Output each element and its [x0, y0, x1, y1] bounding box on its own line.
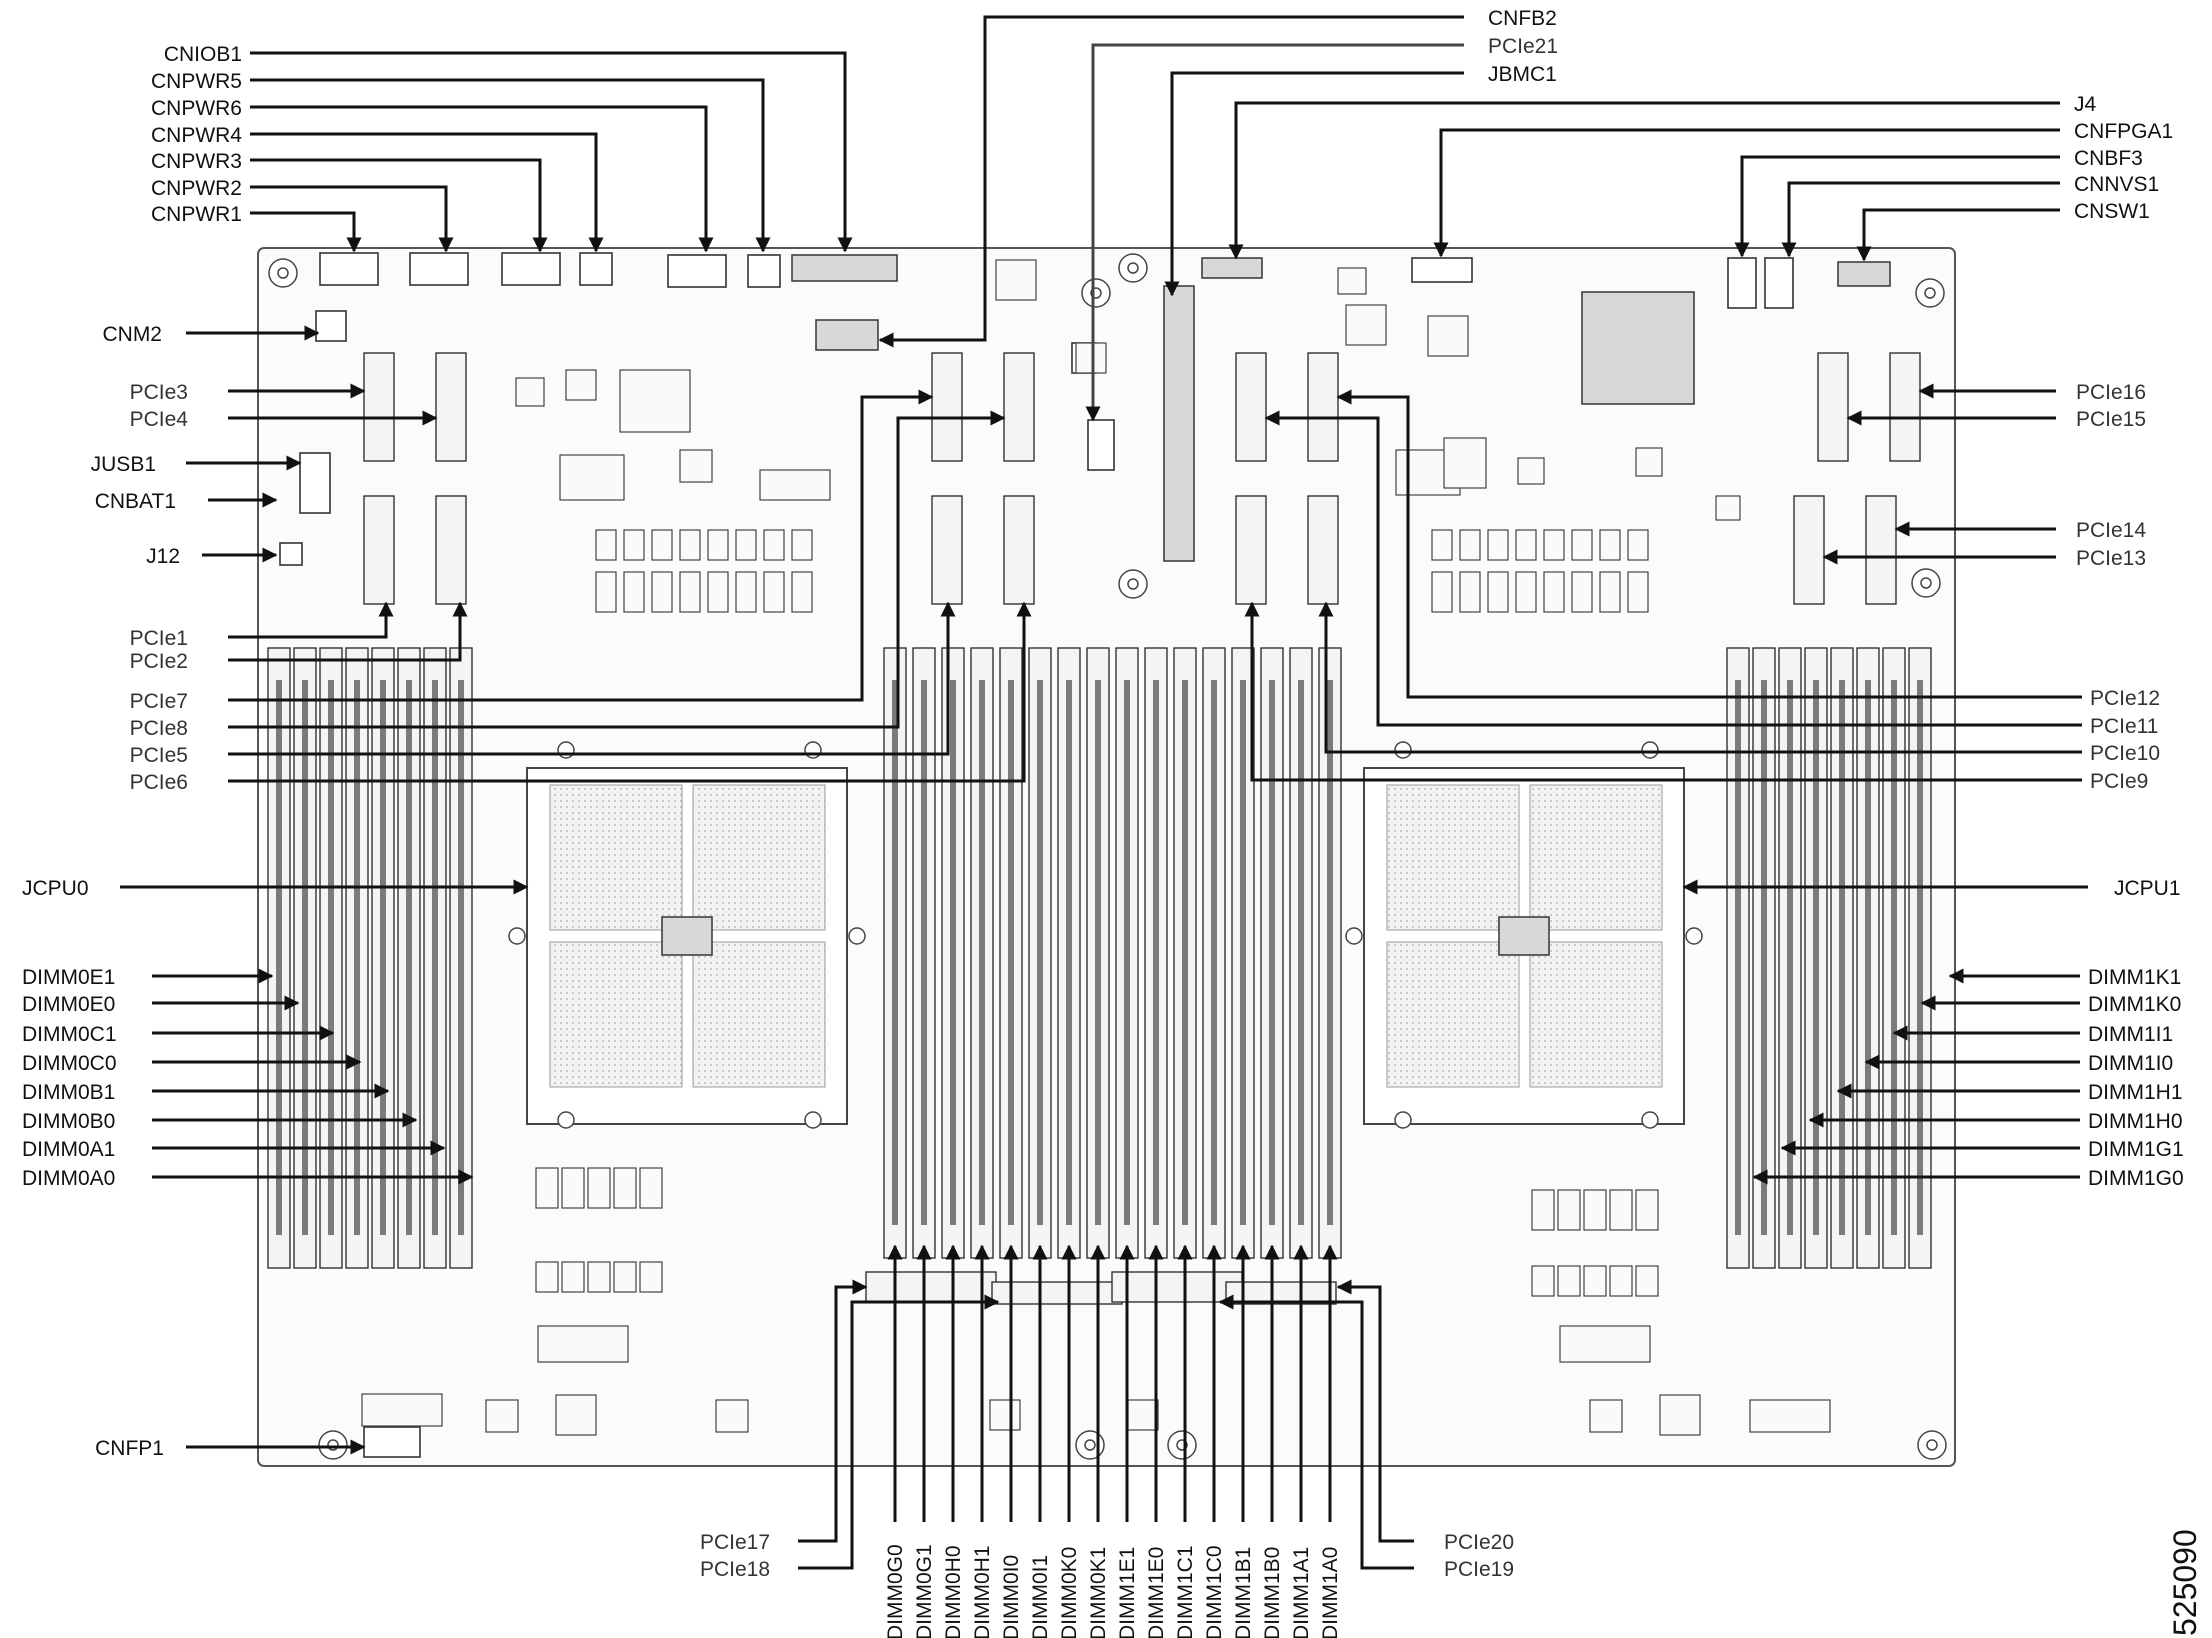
label-pcie9: PCIe9 [2090, 770, 2148, 793]
callout-lines [120, 15, 2088, 1570]
label-dimm0k1: DIMM0K1 [1087, 1547, 1110, 1638]
label-dimm1h1: DIMM1H1 [2088, 1081, 2183, 1104]
label-dimm1e1: DIMM1E1 [1116, 1547, 1139, 1638]
label-dimm1g1: DIMM1G1 [2088, 1138, 2184, 1161]
label-dimm1i0: DIMM1I0 [2088, 1052, 2173, 1075]
label-pcie12: PCIe12 [2090, 687, 2160, 710]
label-dimm0a1: DIMM0A1 [22, 1138, 115, 1161]
label-pcie6: PCIe6 [130, 771, 188, 794]
label-dimm1a1: DIMM1A1 [1290, 1547, 1313, 1638]
label-cnpwr6: CNPWR6 [151, 97, 242, 120]
label-dimm0c1: DIMM0C1 [22, 1023, 117, 1046]
label-dimm1h0: DIMM1H0 [2088, 1110, 2183, 1133]
label-dimm1k0: DIMM1K0 [2088, 993, 2181, 1016]
label-pcie7: PCIe7 [130, 690, 188, 713]
label-dimm0g0: DIMM0G0 [884, 1544, 907, 1638]
label-dimm0c0: DIMM0C0 [22, 1052, 117, 1075]
label-cnfpga1: CNFPGA1 [2074, 120, 2173, 143]
bottom-dimm-labels: DIMM0G0 DIMM0G1 DIMM0H0 DIMM0H1 DIMM0I0 … [884, 1544, 1342, 1638]
label-pcie18: PCIe18 [700, 1558, 770, 1581]
label-dimm1k1: DIMM1K1 [2088, 966, 2181, 989]
label-pcie1: PCIe1 [130, 627, 188, 650]
label-cniob1: CNIOB1 [164, 43, 242, 66]
label-dimm0h1: DIMM0H1 [971, 1545, 994, 1638]
label-cnnvs1: CNNVS1 [2074, 173, 2159, 196]
label-dimm1b0: DIMM1B0 [1261, 1547, 1284, 1638]
label-jcpu0: JCPU0 [22, 877, 89, 900]
label-cnpwr3: CNPWR3 [151, 150, 242, 173]
label-dimm1i1: DIMM1I1 [2088, 1023, 2173, 1046]
label-dimm1g0: DIMM1G0 [2088, 1167, 2184, 1190]
label-pcie14: PCIe14 [2076, 519, 2146, 542]
label-pcie16: PCIe16 [2076, 381, 2146, 404]
label-cnfb2: CNFB2 [1488, 7, 1557, 30]
label-pcie13: PCIe13 [2076, 547, 2146, 570]
dimm-bank-center [883, 647, 1342, 1259]
label-dimm1a0: DIMM1A0 [1319, 1547, 1342, 1638]
label-pcie4: PCIe4 [130, 408, 189, 431]
label-dimm0i1: DIMM0I1 [1029, 1555, 1052, 1638]
cpu-socket-1 [1345, 741, 1703, 1129]
label-cnpwr5: CNPWR5 [151, 70, 242, 93]
figure-id: 525090 [2167, 1529, 2203, 1636]
label-dimm0e0: DIMM0E0 [22, 993, 115, 1016]
pcie-connectors [279, 352, 1921, 1458]
label-dimm0e1: DIMM0E1 [22, 966, 115, 989]
mounting-holes [268, 253, 1947, 1460]
label-dimm1c0: DIMM1C0 [1203, 1545, 1226, 1638]
label-dimm0b0: DIMM0B0 [22, 1110, 115, 1133]
label-cnbat1: CNBAT1 [95, 490, 176, 513]
label-cnbf3: CNBF3 [2074, 147, 2143, 170]
label-dimm0a0: DIMM0A0 [22, 1167, 115, 1190]
label-pcie20: PCIe20 [1444, 1531, 1514, 1554]
label-dimm0g1: DIMM0G1 [913, 1544, 936, 1638]
top-middle-connectors [815, 257, 1891, 562]
label-dimm0k0: DIMM0K0 [1058, 1547, 1081, 1638]
cpu-socket-0 [508, 741, 866, 1129]
label-jbmc1: JBMC1 [1488, 63, 1557, 86]
label-pcie11: PCIe11 [2090, 715, 2159, 738]
label-dimm0b1: DIMM0B1 [22, 1081, 115, 1104]
label-jcpu1: JCPU1 [2114, 877, 2181, 900]
callout-labels: CNFB2 PCIe21 JBMC1 CNIOB1 CNPWR5 CNPWR6 … [22, 7, 2184, 1581]
label-pcie15: PCIe15 [2076, 408, 2146, 431]
label-pcie19: PCIe19 [1444, 1558, 1514, 1581]
label-pcie8: PCIe8 [130, 717, 188, 740]
label-dimm1b1: DIMM1B1 [1232, 1547, 1255, 1638]
label-pcie10: PCIe10 [2090, 742, 2160, 765]
motherboard [257, 247, 1956, 1467]
label-pcie2: PCIe2 [130, 650, 188, 673]
label-cnsw1: CNSW1 [2074, 200, 2150, 223]
label-cnpwr4: CNPWR4 [151, 124, 242, 147]
label-pcie5: PCIe5 [130, 744, 188, 767]
label-dimm1c1: DIMM1C1 [1174, 1545, 1197, 1638]
label-pcie3: PCIe3 [130, 381, 188, 404]
label-cnfp1: CNFP1 [95, 1437, 164, 1460]
label-pcie21: PCIe21 [1488, 35, 1558, 58]
label-cnpwr2: CNPWR2 [151, 177, 242, 200]
label-cnm2: CNM2 [102, 323, 162, 346]
label-dimm1e0: DIMM1E0 [1145, 1547, 1168, 1638]
onboard-components [361, 259, 1831, 1436]
label-dimm0i0: DIMM0I0 [1000, 1555, 1023, 1638]
label-jusb1: JUSB1 [91, 453, 156, 476]
power-connectors [315, 252, 898, 342]
label-j12: J12 [146, 545, 180, 568]
label-pcie17: PCIe17 [700, 1531, 770, 1554]
label-dimm0h0: DIMM0H0 [942, 1545, 965, 1638]
label-j4: J4 [2074, 93, 2097, 116]
label-cnpwr1: CNPWR1 [151, 203, 242, 226]
